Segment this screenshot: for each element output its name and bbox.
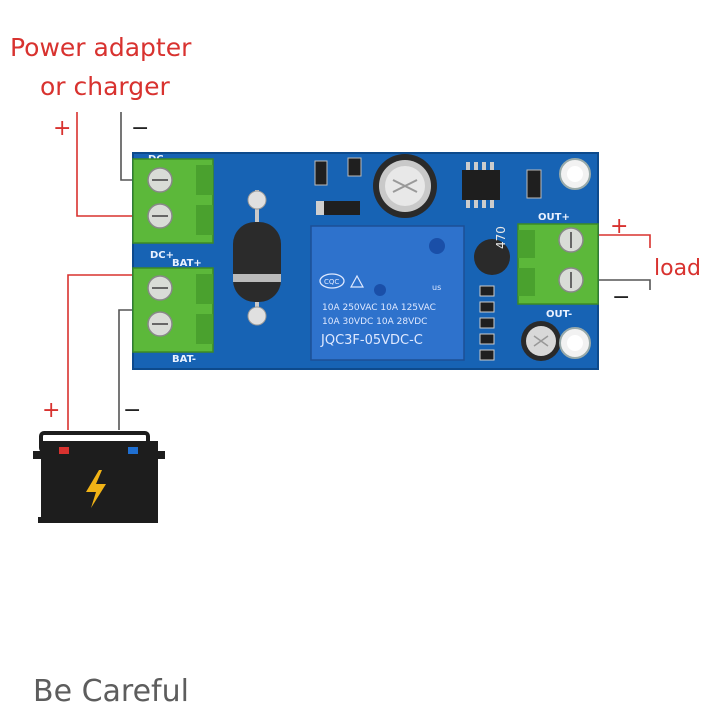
bat-terminal-block bbox=[132, 267, 214, 353]
relay: CQC us 10A 250VAC 10A 125VAC 10A 30VDC 1… bbox=[310, 225, 465, 361]
adapter-plus-sign: + bbox=[53, 116, 71, 141]
out-terminal-block bbox=[517, 223, 599, 305]
load-minus-sign: − bbox=[612, 285, 630, 310]
adapter-label-line1: Power adapter bbox=[10, 33, 192, 62]
dc-terminal-block bbox=[132, 158, 214, 244]
adapter-minus-sign: − bbox=[131, 116, 149, 141]
load-minus-wire bbox=[578, 279, 651, 290]
relay-us: us bbox=[432, 283, 441, 292]
mounting-holes bbox=[559, 158, 591, 359]
inductor-label: 470 bbox=[494, 226, 508, 249]
diode bbox=[233, 190, 281, 326]
relay-rating-1: 10A 250VAC 10A 125VAC bbox=[322, 303, 436, 313]
capacitor-small bbox=[521, 321, 561, 361]
lightning-icon bbox=[86, 470, 106, 508]
relay-model: JQC3F-05VDC-C bbox=[320, 333, 423, 348]
footer-caption: Be Careful bbox=[33, 674, 189, 709]
battery-icon bbox=[33, 431, 165, 523]
relay-brand: CQC bbox=[324, 278, 339, 286]
battery-plus-wire bbox=[67, 274, 148, 430]
relay-rating-2: 10A 30VDC 10A 28VDC bbox=[322, 317, 427, 327]
battery-plus-sign: + bbox=[42, 398, 60, 423]
smd-components bbox=[314, 157, 542, 361]
load-plus-sign: + bbox=[610, 214, 628, 239]
bat-plus-label: BAT+ bbox=[172, 258, 202, 269]
out-plus-label: OUT+ bbox=[538, 212, 570, 223]
dc-plus-label: DC+ bbox=[150, 250, 174, 261]
adapter-plus-wire bbox=[76, 112, 148, 217]
inductor: 470 bbox=[474, 226, 510, 275]
load-plus-wire bbox=[578, 234, 651, 248]
battery-minus-sign: − bbox=[123, 398, 141, 423]
load-label: load bbox=[654, 256, 701, 281]
capacitor-large bbox=[373, 154, 437, 218]
out-minus-label: OUT- bbox=[546, 309, 572, 320]
adapter-label-line2: or charger bbox=[40, 72, 170, 101]
bat-minus-label: BAT- bbox=[172, 354, 196, 365]
ic-chip bbox=[462, 162, 500, 208]
